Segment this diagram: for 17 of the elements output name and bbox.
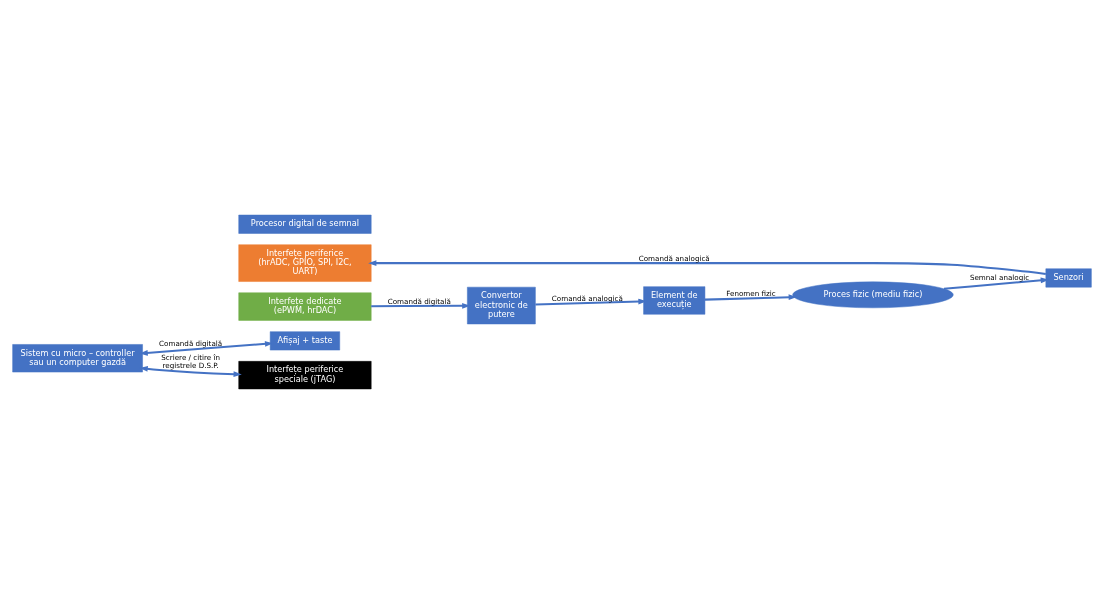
node-box: Interfețe periferice (hrADC, GPIO, SPI, I2C, UART) [238,243,372,282]
node-box: Procesor digital de semnal [238,214,372,234]
arrow [704,293,797,301]
node-box: Element de execuție [643,285,706,315]
node-box: Interfețe dedicate (ePWM, hrDAC) [238,292,372,321]
node-box: Sistem cu micro – controller sau un computer gazdă [12,343,143,372]
arrow [368,259,1046,275]
arrow [139,340,274,356]
node-ellipse: Proces fizic (mediu fizic) [792,281,954,308]
node-box: Convertor electronic de putere [467,286,536,324]
arrow [943,276,1049,290]
node-box: Senzori [1045,268,1092,287]
arrow [139,365,242,377]
arrow [535,298,647,306]
node-box: Interfețe periferice speciale (jTAG) [238,360,372,389]
node-box: Afișaj + taste [269,330,340,350]
arrow [371,302,471,309]
